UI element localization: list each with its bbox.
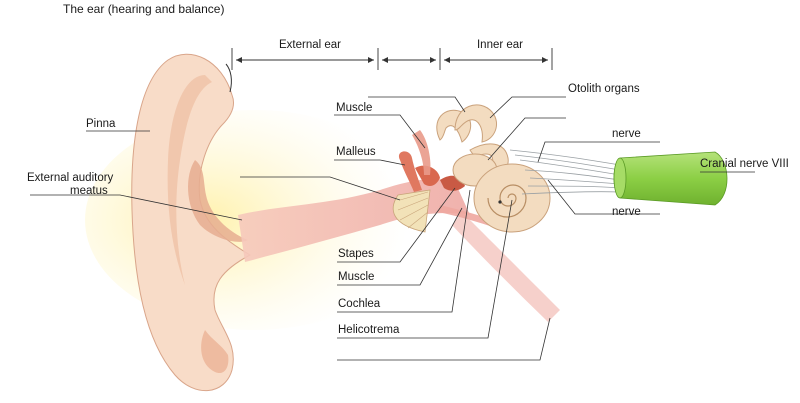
- section-arrowheads: [236, 57, 548, 63]
- label-meatus-line1: External auditory: [27, 172, 114, 184]
- label-helicotrema: Helicotrema: [338, 324, 400, 336]
- diagram-title: The ear (hearing and balance): [63, 2, 225, 16]
- label-muscle-top: Muscle: [336, 102, 373, 114]
- label-stapes: Stapes: [338, 248, 374, 260]
- label-cochlea: Cochlea: [338, 298, 381, 310]
- malleus-shape: [398, 151, 422, 192]
- semicircular-canals-shape: [436, 104, 509, 187]
- label-cranial-nerve: Cranial nerve VIII: [700, 158, 789, 170]
- label-pinna: Pinna: [86, 118, 116, 130]
- label-meatus-line2: meatus: [70, 185, 108, 197]
- label-malleus: Malleus: [336, 146, 376, 158]
- section-label-inner-ear: Inner ear: [476, 39, 524, 51]
- label-nerve-top: nerve: [612, 128, 641, 140]
- eardrum-shape: [392, 189, 431, 233]
- nerve-fibers-shape: [509, 149, 621, 195]
- label-otolith-organs: Otolith organs: [568, 83, 640, 95]
- section-label-external-ear: External ear: [278, 39, 341, 51]
- muscle-top-shape: [412, 130, 431, 175]
- section-indicators: [231, 48, 553, 70]
- label-nerve-bottom: nerve: [612, 206, 641, 218]
- eustachian-tube-shape: [452, 212, 560, 322]
- cochlea-shape: [473, 163, 551, 233]
- label-muscle-bottom: Muscle: [338, 271, 375, 283]
- incus-shape: [415, 165, 440, 186]
- muscle-bottom-shape: [438, 205, 498, 228]
- pinna-shape: [131, 53, 252, 391]
- leader-lines: [30, 96, 755, 361]
